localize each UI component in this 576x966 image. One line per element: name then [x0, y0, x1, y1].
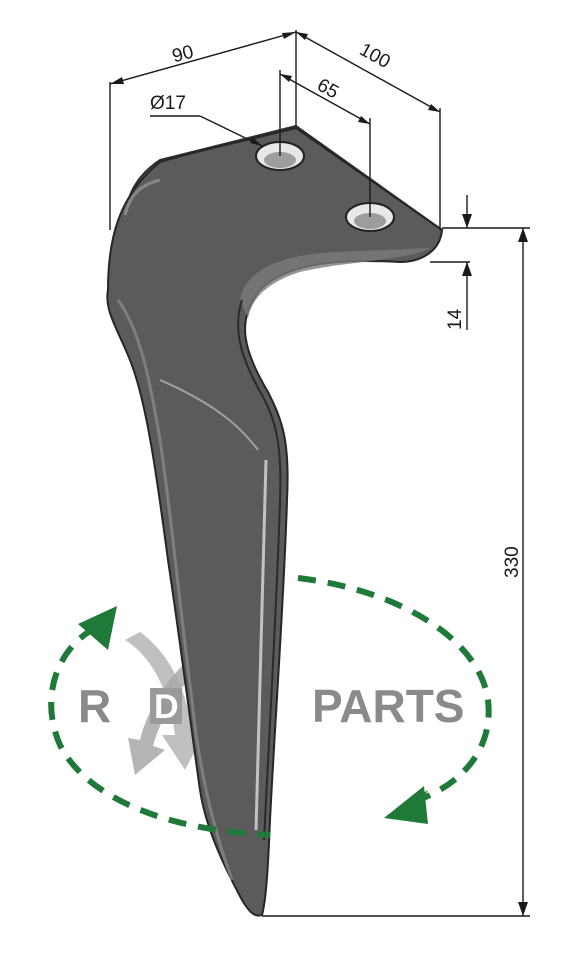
logo-swoosh-icon-2 — [128, 650, 212, 775]
blade-face-line — [159, 379, 259, 451]
dim-90-line — [109, 31, 297, 85]
dimension-lines — [109, 30, 530, 917]
blade-inner-edge — [237, 299, 282, 841]
arrowhead-icon — [462, 262, 472, 276]
arrowhead-icon — [282, 32, 296, 39]
blade-left-bevel — [116, 299, 234, 881]
dim-65-line — [279, 73, 371, 125]
arrowhead-icon — [250, 137, 262, 146]
arrowhead-icon — [462, 214, 472, 228]
arrowhead-icon — [280, 74, 292, 82]
dim-14-label: 14 — [445, 308, 466, 330]
dim-65-label: 65 — [313, 75, 342, 104]
dimension-arrowheads — [110, 32, 528, 916]
logo-d-box — [150, 688, 182, 724]
arrowhead-icon — [110, 77, 124, 84]
arrowhead-icon — [428, 104, 440, 112]
mounting-hole-2-inner — [354, 213, 386, 229]
logo-letter-r: R — [78, 680, 111, 732]
plate-ridges — [123, 178, 161, 216]
dim-90-label: 90 — [170, 42, 196, 68]
blade-top-highlight — [240, 248, 430, 318]
arrowhead-icon — [358, 116, 370, 124]
blade-edge-highlight — [254, 459, 268, 831]
rotation-arrow — [48, 575, 492, 838]
rotation-arrow-front-arc — [297, 575, 492, 803]
rd-parts-logo: R D PARTS — [78, 632, 465, 775]
logo-swoosh-icon — [125, 632, 205, 770]
arrowhead-icon — [518, 228, 528, 242]
tine-blade — [106, 124, 444, 917]
rotation-arrow-back-arc — [48, 625, 271, 838]
dim-100-line — [295, 31, 441, 113]
logo-word-parts: PARTS — [312, 680, 465, 732]
arrowhead-icon — [518, 902, 528, 916]
arrow-head-down-icon-2 — [384, 786, 428, 824]
arrow-head-up-icon — [78, 606, 117, 650]
dim-diameter-label: Ø17 — [150, 93, 186, 114]
logo-letter-d: D — [154, 688, 179, 726]
arrowhead-icon — [296, 32, 308, 40]
dim-330-label: 330 — [502, 546, 523, 578]
blade-main — [106, 126, 444, 917]
mounting-hole-1-inner — [264, 152, 296, 168]
